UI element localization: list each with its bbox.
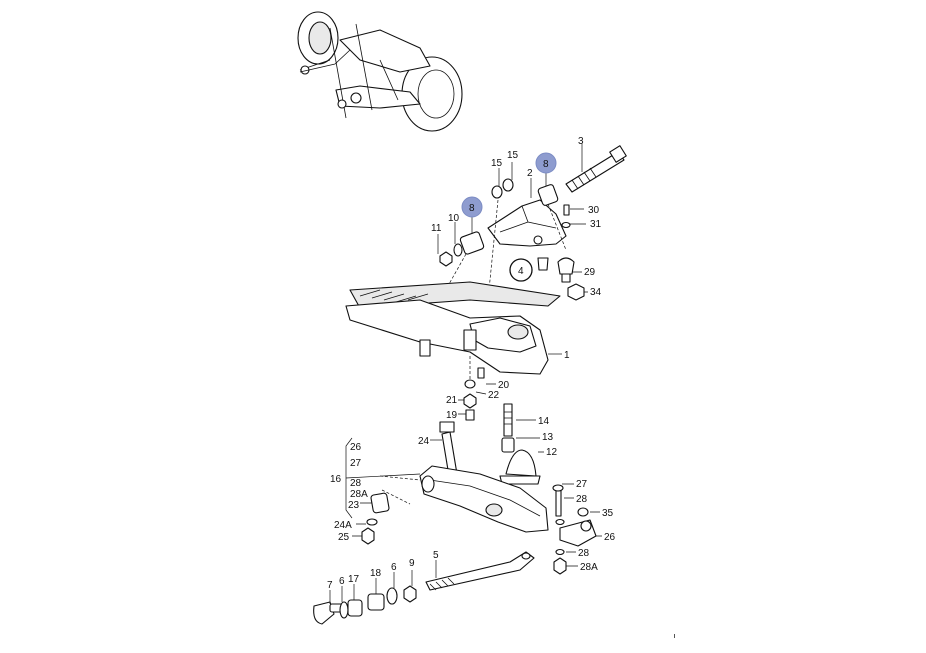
callout-label: 3	[578, 136, 584, 147]
callout-label: 24	[418, 436, 430, 447]
bump-stop-group	[499, 403, 544, 485]
nut-25	[361, 527, 375, 545]
callout-labels: 3 15 15 8 2 8 10 11 30 31 4 29 34 1 20 2…	[327, 136, 616, 591]
callout-label: 9	[409, 558, 415, 569]
nut-34	[567, 283, 585, 301]
mid-fasteners	[458, 367, 496, 421]
callout-label: 24A	[334, 520, 352, 531]
bushing-17	[347, 599, 363, 617]
highlight-circle-8a	[535, 152, 557, 174]
callout-label: 17	[348, 574, 360, 585]
callout-label: 15	[507, 150, 519, 161]
callout-label: 30	[588, 205, 600, 216]
sleeve-13	[501, 437, 515, 453]
callout-label: 8	[543, 159, 549, 170]
washer-28a	[555, 518, 565, 526]
callout-label: 27	[350, 458, 362, 469]
callout-label: 4	[518, 266, 524, 277]
callout-label: 2	[527, 168, 533, 179]
washer-6b	[386, 587, 398, 605]
nut-28A	[553, 557, 567, 575]
callout-label: 18	[370, 568, 382, 579]
bolt-24-head	[439, 421, 455, 433]
callout-label: 28A	[580, 562, 598, 573]
callout-label: 14	[538, 416, 550, 427]
bushing-8-lower	[459, 231, 485, 255]
bolt-30	[563, 204, 570, 216]
callout-label: 28	[350, 478, 362, 489]
callout-label: 34	[590, 287, 602, 298]
bolt-19	[465, 409, 475, 421]
callout-label: 22	[488, 390, 500, 401]
bolt-3	[565, 151, 625, 193]
assembly-overview	[297, 11, 463, 132]
washer-24A	[366, 518, 378, 526]
washer-15b	[502, 178, 514, 192]
callout-label: 26	[604, 532, 616, 543]
callout-label: 19	[446, 410, 458, 421]
upper-arm-group	[437, 144, 627, 301]
lower-control-arm	[379, 465, 549, 533]
callout-label: 8	[469, 203, 475, 214]
callout-label: 1	[564, 350, 570, 361]
strut-rod-5	[425, 551, 535, 591]
bolt-14	[503, 403, 513, 437]
bushing-8-upper	[537, 184, 559, 206]
bolt-27	[555, 489, 562, 517]
callout-label: 7	[327, 580, 333, 591]
washer-22	[464, 379, 476, 389]
nut-11	[439, 251, 453, 267]
callout-label: 13	[542, 432, 554, 443]
callout-label: 28A	[350, 489, 368, 500]
bump-rubber-12	[505, 449, 537, 477]
callout-label: 5	[433, 550, 439, 561]
callout-label: 35	[602, 508, 614, 519]
lower-arm-body	[419, 465, 549, 533]
crossmember-1	[345, 281, 562, 380]
bolt-20	[477, 367, 485, 379]
callout-label: 20	[498, 380, 510, 391]
callout-label: 11	[431, 223, 442, 234]
callout-label: 12	[546, 447, 558, 458]
bushing-18	[367, 593, 385, 611]
callout-label: 23	[348, 500, 360, 511]
ball-joint-29	[557, 257, 575, 275]
callout-label: 16	[330, 474, 342, 485]
circle-callout-4	[509, 258, 533, 282]
callout-label: 21	[446, 395, 458, 406]
upper-control-arm-2	[487, 199, 567, 247]
callout-label: 6	[339, 576, 345, 587]
washer-28b	[555, 548, 565, 556]
bolt-7	[313, 601, 335, 625]
corner-mark	[674, 634, 675, 638]
bottom-bushing-stack	[313, 570, 417, 625]
washer-15a	[491, 185, 503, 199]
callout-label: 15	[491, 158, 503, 169]
callout-label: 6	[391, 562, 397, 573]
callout-label: 28	[578, 548, 590, 559]
overview-hub	[308, 21, 332, 55]
callout-label: 31	[590, 219, 602, 230]
rod-5	[425, 551, 535, 591]
lower-bushings	[352, 492, 390, 545]
bump-stop-4	[537, 257, 549, 271]
callout-label: 10	[448, 213, 460, 224]
washer-31	[561, 221, 571, 229]
callout-label: 25	[338, 532, 350, 543]
washer-6a	[339, 601, 349, 619]
callout-label: 27	[576, 479, 588, 490]
nut-35	[577, 507, 589, 517]
overview-upper-arm	[339, 29, 431, 73]
washer-10	[453, 243, 463, 257]
callout-label: 28	[576, 494, 588, 505]
nut-21	[463, 393, 477, 409]
callout-label: 29	[584, 267, 596, 278]
callout-label: 26	[350, 442, 362, 453]
lower-ball-joint-group	[552, 483, 602, 575]
bushing-23	[370, 492, 390, 514]
nut-9	[403, 585, 417, 603]
highlight-circle-8b	[461, 196, 483, 218]
